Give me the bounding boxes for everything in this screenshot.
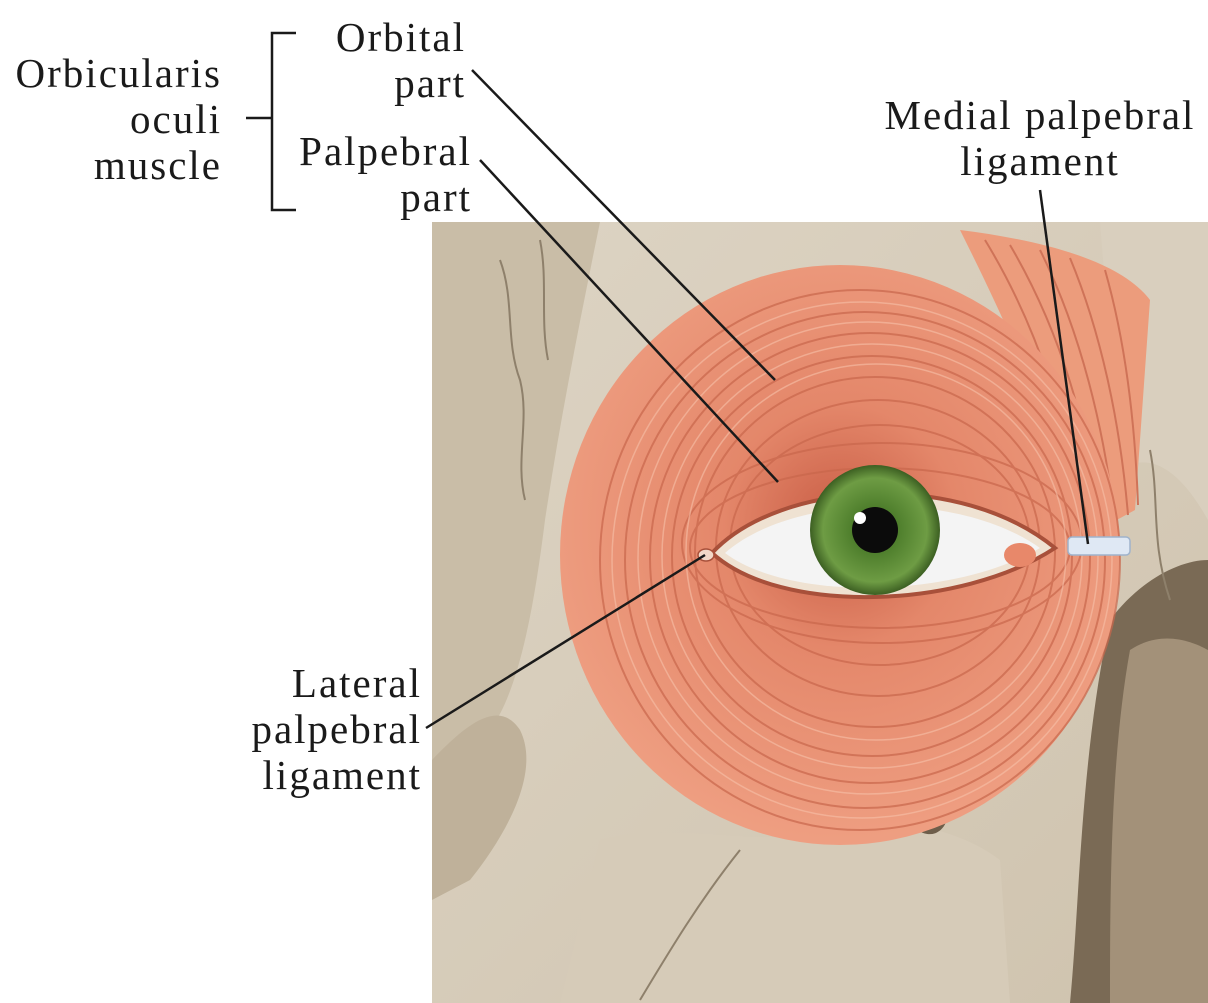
palpebral-line-2: part — [299, 174, 472, 220]
orbital-part-label: Orbital part — [336, 14, 466, 106]
lateral-line-3: ligament — [251, 752, 422, 798]
lateral-palpebral-ligament-label: Lateral palpebral ligament — [251, 660, 422, 798]
medial-ligament-band — [1068, 537, 1130, 555]
orbicularis-oculi-label: Orbicularis oculi muscle — [16, 50, 222, 188]
orbital-line-1: Orbital — [336, 14, 466, 60]
group-bracket — [246, 33, 296, 210]
group-line-2: oculi — [16, 96, 222, 142]
group-line-3: muscle — [16, 142, 222, 188]
group-line-1: Orbicularis — [16, 50, 222, 96]
palpebral-line-1: Palpebral — [299, 128, 472, 174]
lateral-line-2: palpebral — [251, 706, 422, 752]
medial-palpebral-ligament-label: Medial palpebral ligament — [878, 92, 1202, 184]
palpebral-part-label: Palpebral part — [299, 128, 472, 220]
medial-line-2: ligament — [878, 138, 1202, 184]
medial-line-1: Medial palpebral — [878, 92, 1202, 138]
lateral-line-1: Lateral — [251, 660, 422, 706]
orbital-line-2: part — [336, 60, 466, 106]
